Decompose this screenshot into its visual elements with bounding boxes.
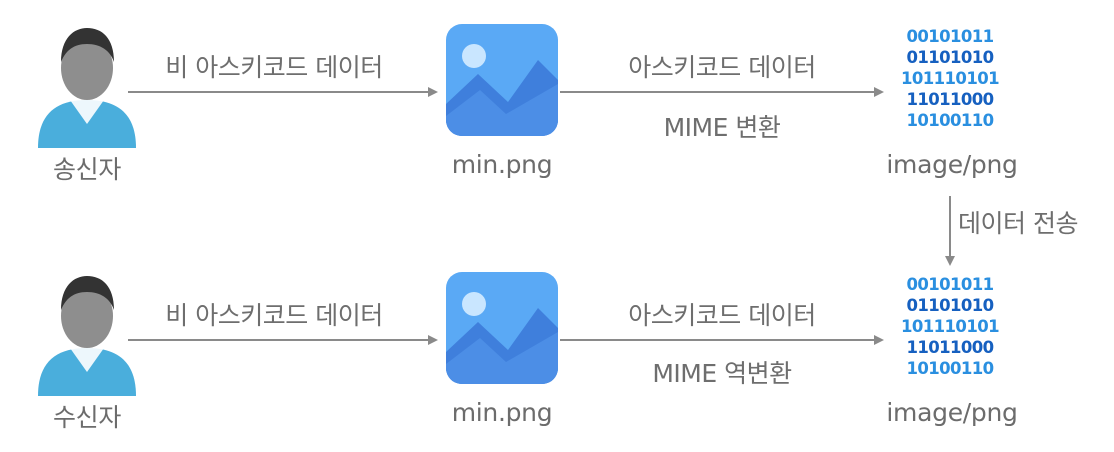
binary-data-icon: 00101011 01101010 101110101 11011000 101… [885,274,1015,379]
person-icon [38,276,136,396]
binary-row: 101110101 [901,69,1000,88]
binary-row: 11011000 [906,90,994,109]
binary-row: 11011000 [906,338,994,357]
binary-row: 01101010 [906,296,994,315]
binary-row: 10100110 [906,111,994,130]
image-file-icon [446,24,558,136]
binary-row: 00101011 [906,275,994,294]
binary-row: 101110101 [901,317,1000,336]
person-icon [38,28,136,148]
edge-label-non-ascii-top: 비 아스키코드 데이터 [165,53,383,82]
binary-row: 01101010 [906,48,994,67]
edge-label-data-transfer: 데이터 전송 [958,209,1078,238]
mime-type-label-bottom: image/png [886,398,1018,427]
edge-label-mime-reverse: MIME 역변환 [652,359,792,388]
binary-row: 10100110 [906,359,994,378]
mime-type-label-top: image/png [886,150,1018,179]
receiver-label: 수신자 [52,403,122,432]
binary-data-icon: 00101011 01101010 101110101 11011000 101… [885,26,1015,131]
binary-row: 00101011 [906,27,994,46]
sender-label: 송신자 [52,155,122,184]
edge-label-ascii-top: 아스키코드 데이터 [628,53,816,82]
edge-label-non-ascii-bottom: 비 아스키코드 데이터 [165,301,383,330]
edge-label-ascii-bottom: 아스키코드 데이터 [628,301,816,330]
image-file-icon [446,272,558,384]
file-label-bottom: min.png [451,398,553,427]
edge-label-mime-convert: MIME 변환 [663,113,781,142]
file-label-top: min.png [451,150,553,179]
